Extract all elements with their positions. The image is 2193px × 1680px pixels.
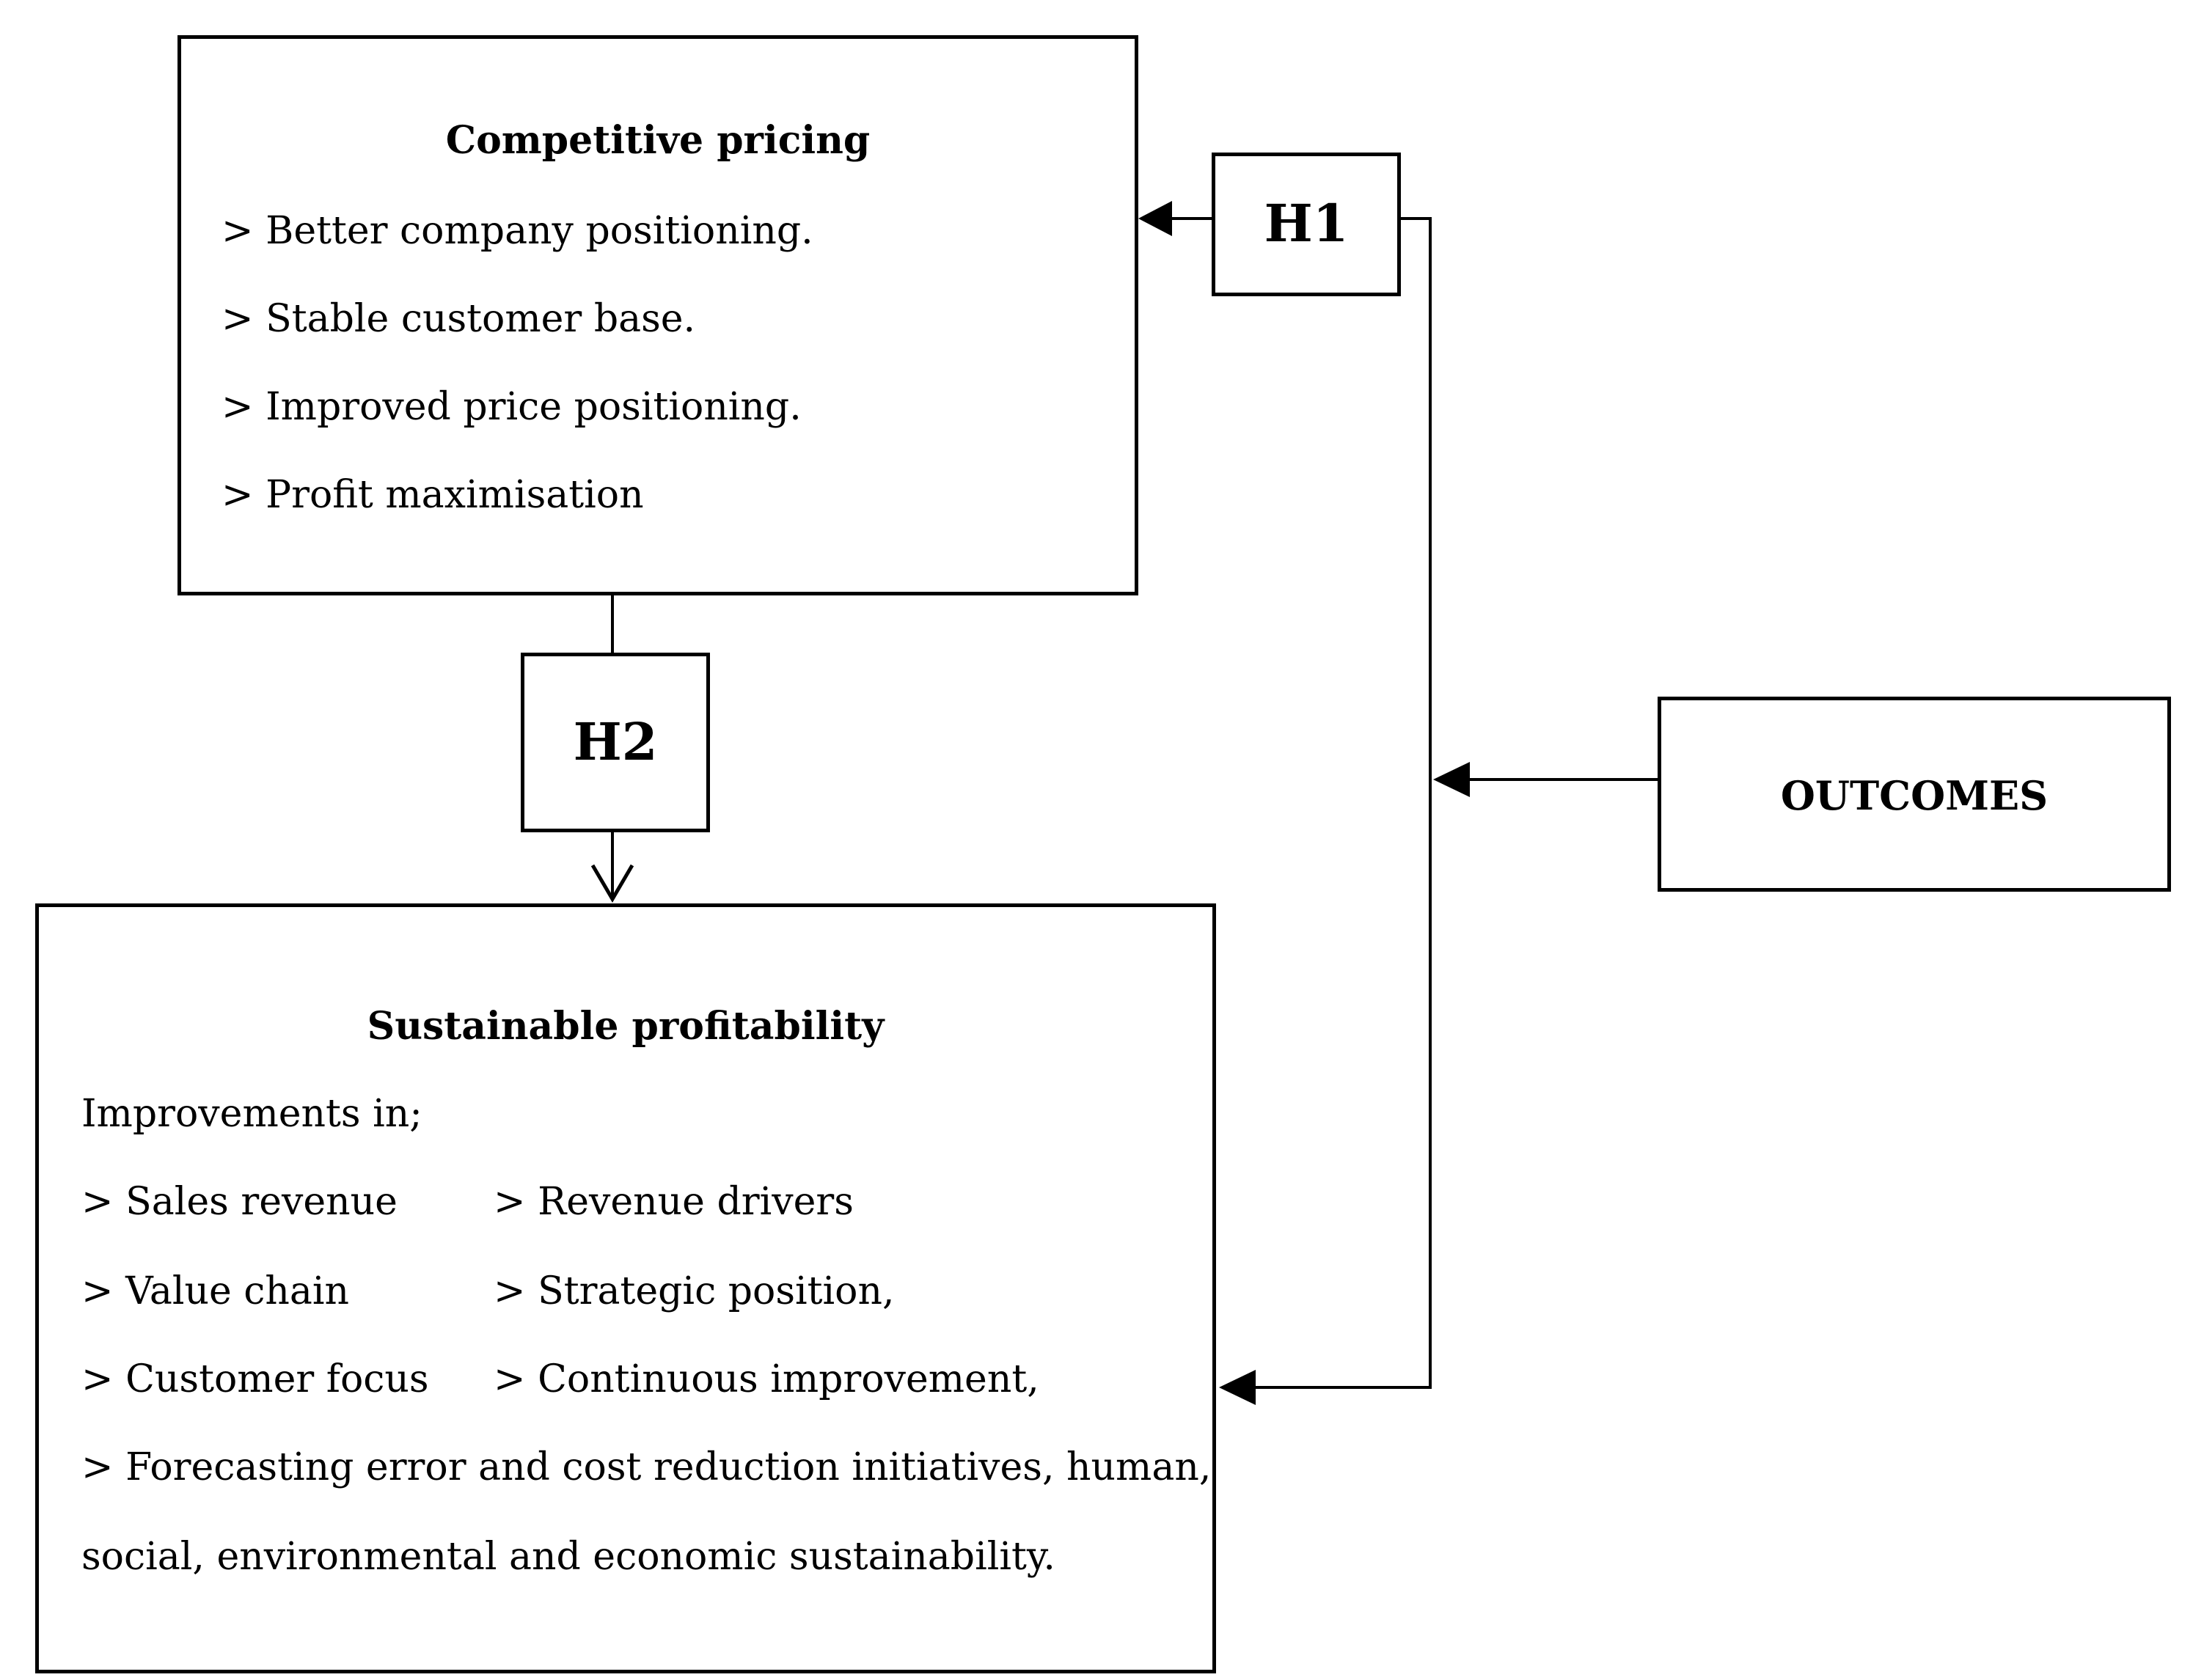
competitive-pricing-title: Competitive pricing — [445, 118, 871, 163]
arrowhead-profitability — [1219, 1370, 1256, 1405]
h2-box: H2 — [521, 653, 710, 832]
outcomes-label: OUTCOMES — [1780, 772, 2049, 819]
h2-label: H2 — [573, 711, 658, 772]
arrowhead-outcomes — [1433, 762, 1470, 797]
profitability-right-item-3: > Continuous improvement, — [494, 1357, 1039, 1401]
profitability-intro: Improvements in; — [81, 1092, 422, 1136]
profitability-final-line-2: social, environmental and economic susta… — [81, 1535, 1055, 1579]
profitability-left-item-3: > Customer focus — [81, 1357, 429, 1401]
h1-box: H1 — [1212, 153, 1401, 296]
pricing-item-2: > Stable customer base. — [222, 297, 696, 341]
competitive-pricing-box: Competitive pricing > Better company pos… — [177, 35, 1138, 595]
pricing-item-3: > Improved price positioning. — [222, 385, 802, 429]
h1-feedback-line — [1256, 217, 1432, 1389]
profitability-title: Sustainable profitability — [367, 1004, 885, 1049]
outcomes-box: OUTCOMES — [1658, 697, 2171, 892]
pricing-item-4: > Profit maximisation — [222, 473, 644, 517]
profitability-left-item-1: > Sales revenue — [81, 1180, 398, 1224]
sustainable-profitability-box: Sustainable profitability Improvements i… — [35, 903, 1216, 1673]
pricing-item-1: > Better company positioning. — [222, 209, 813, 253]
arrowhead-h2-open — [590, 864, 634, 903]
arrowhead-pricing — [1138, 201, 1172, 236]
profitability-final-line-1: > Forecasting error and cost reduction i… — [81, 1445, 1212, 1489]
profitability-right-item-1: > Revenue drivers — [494, 1180, 854, 1224]
profitability-right-item-2: > Strategic position, — [494, 1269, 895, 1313]
h1-label: H1 — [1264, 193, 1349, 254]
profitability-left-item-2: > Value chain — [81, 1269, 350, 1313]
